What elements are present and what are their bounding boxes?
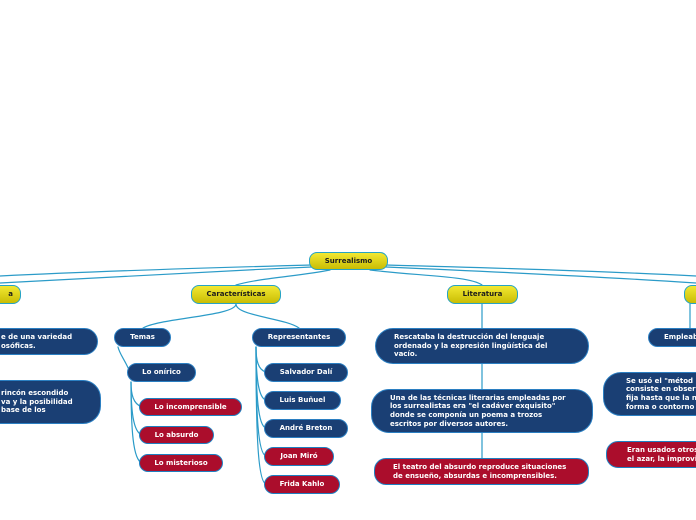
- node-joan-miro[interactable]: Joan Miró: [264, 447, 334, 466]
- node-lo-absurdo[interactable]: Lo absurdo: [139, 426, 214, 444]
- link-root-left-2: [0, 266, 313, 284]
- link-root-right: [385, 264, 696, 277]
- right-note-azar[interactable]: Eran usados otros el azar, la improvi: [606, 441, 696, 468]
- link-root-caracteristicas: [235, 269, 331, 286]
- right-note-metodo[interactable]: Se usó el "métod consiste en obser fija …: [603, 372, 696, 416]
- link-caract-temas: [142, 303, 237, 329]
- link-root-left: [0, 264, 313, 277]
- branch-literatura[interactable]: Literatura: [447, 285, 518, 304]
- node-empleab-partial[interactable]: Empleab: [648, 328, 696, 347]
- link-root-right-2: [385, 266, 696, 284]
- link-root-literatura: [369, 269, 483, 286]
- root-topic-surrealismo[interactable]: Surrealismo: [309, 252, 388, 270]
- node-temas[interactable]: Temas: [114, 328, 171, 347]
- node-andre-breton[interactable]: André Breton: [264, 419, 348, 438]
- left-note-variedad[interactable]: e de una variedad osóficas.: [0, 328, 98, 355]
- node-luis-bunuel[interactable]: Luis Buñuel: [264, 391, 341, 410]
- literatura-note-destruccion[interactable]: Rescataba la destrucción del lenguaje or…: [375, 328, 589, 364]
- branch-right-partial[interactable]: [684, 285, 696, 304]
- left-note-rincon[interactable]: rincón escondido va y la posibilidad bas…: [0, 380, 101, 424]
- node-salvador-dali[interactable]: Salvador Dalí: [264, 363, 348, 382]
- literatura-note-cadaver-exquisito[interactable]: Una de las técnicas literarias empleadas…: [371, 389, 593, 433]
- node-frida-kahlo[interactable]: Frida Kahlo: [264, 475, 340, 494]
- link-caract-representantes: [235, 303, 300, 329]
- branch-left-partial[interactable]: a: [0, 285, 21, 304]
- branch-caracteristicas[interactable]: Características: [191, 285, 281, 304]
- link-rep-kahlo: [255, 346, 267, 485]
- node-lo-misterioso[interactable]: Lo misterioso: [139, 454, 223, 472]
- literatura-note-teatro-absurdo[interactable]: El teatro del absurdo reproduce situacio…: [374, 458, 589, 485]
- node-representantes[interactable]: Representantes: [252, 328, 346, 347]
- node-lo-onirico[interactable]: Lo onírico: [127, 363, 196, 382]
- node-lo-incomprensible[interactable]: Lo incomprensible: [139, 398, 242, 416]
